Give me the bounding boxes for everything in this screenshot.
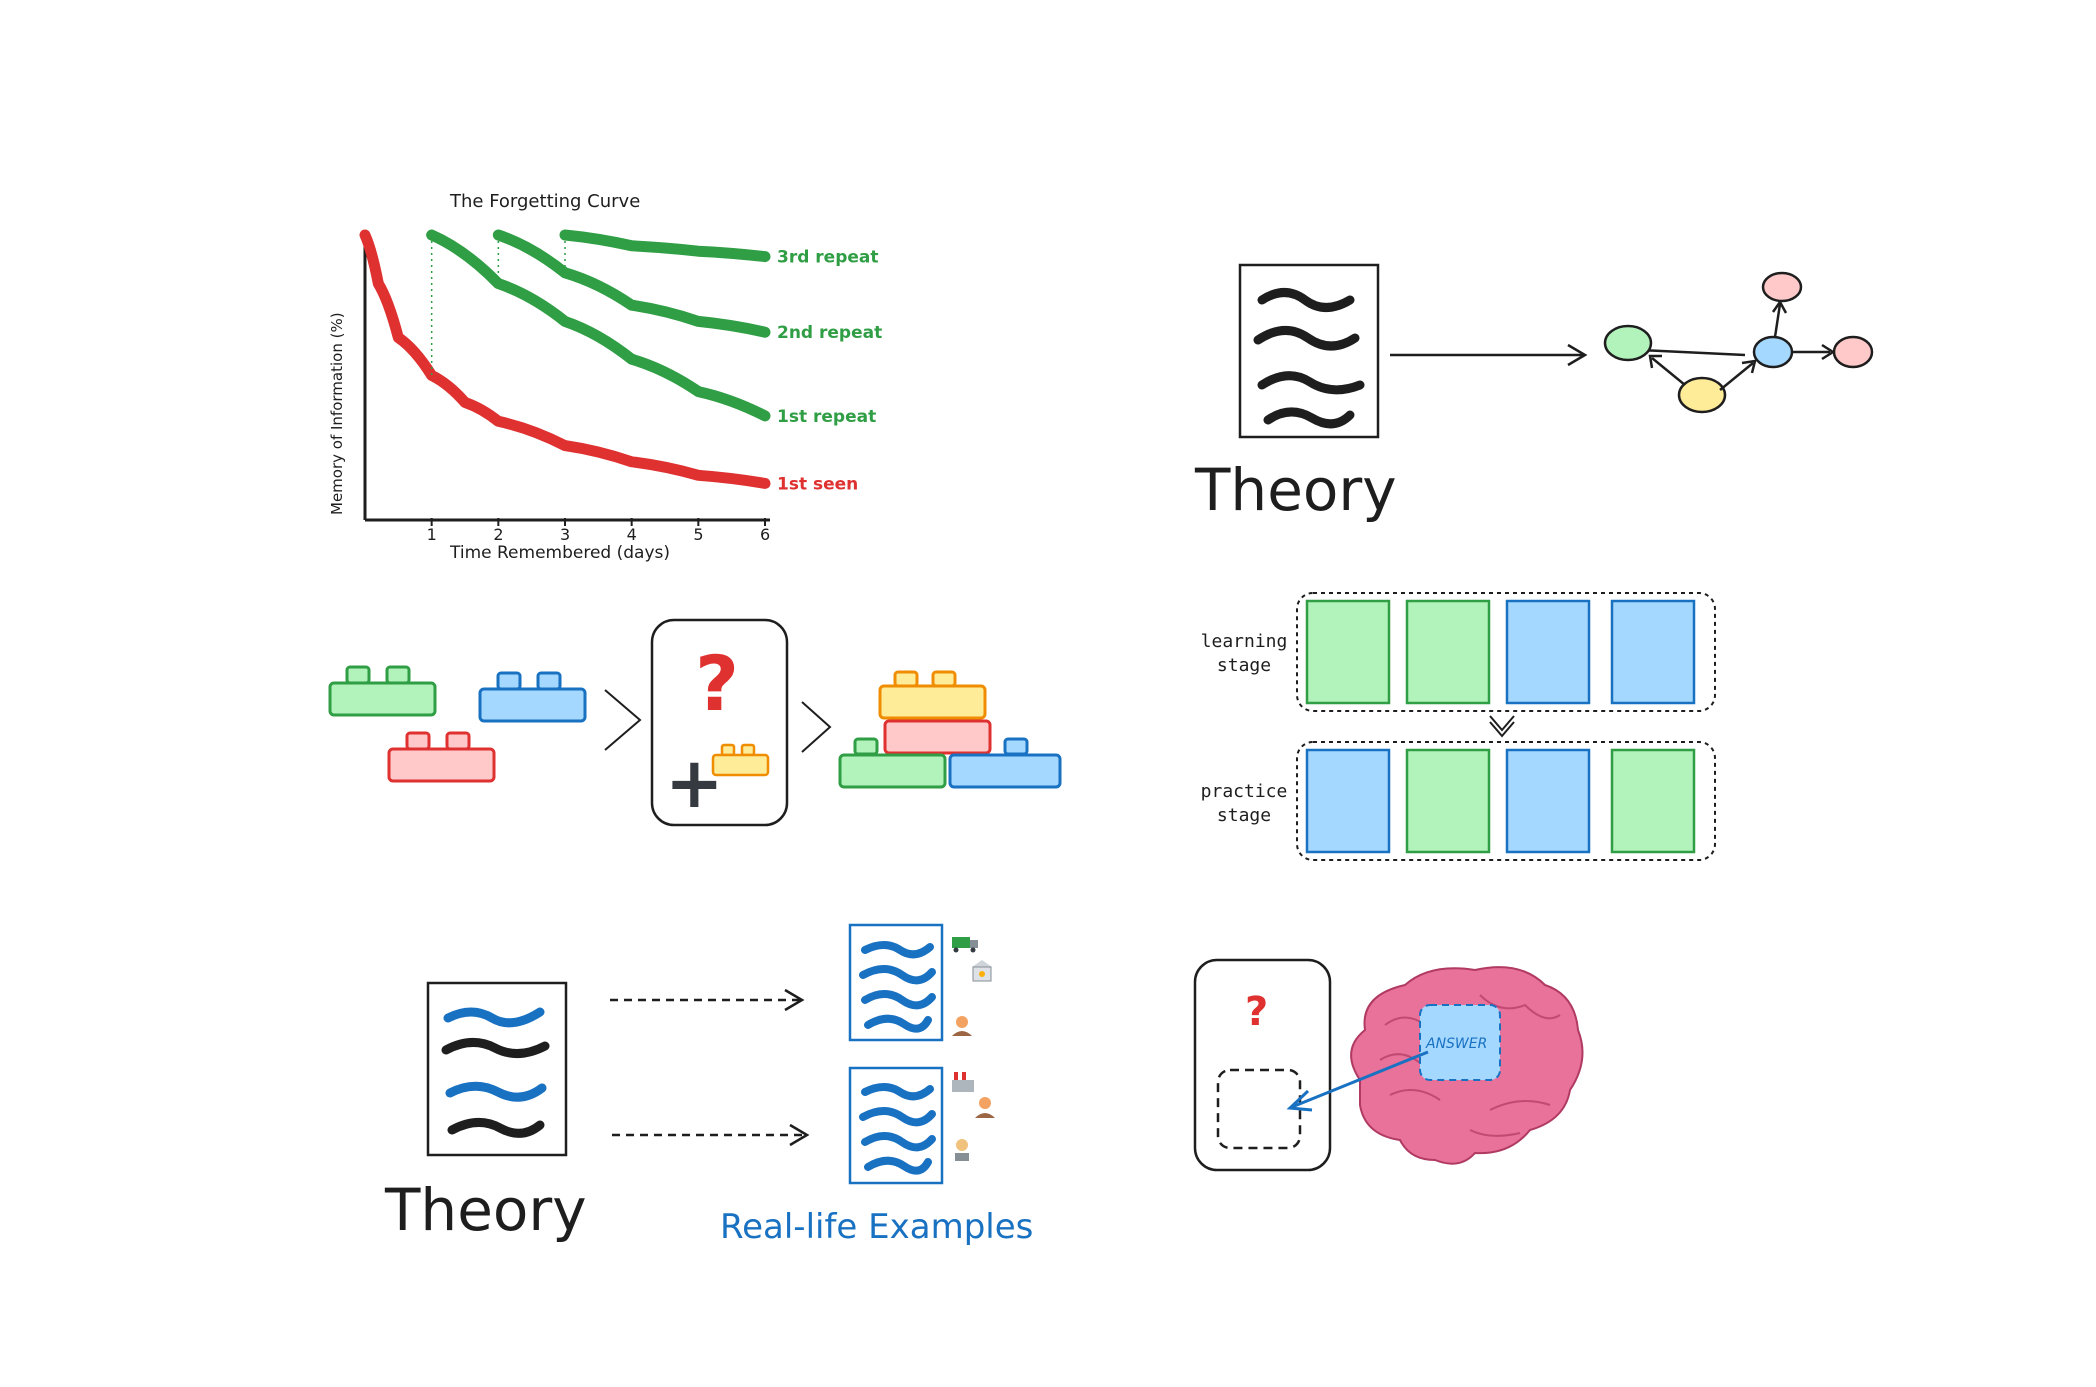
learning-stage-frame xyxy=(1296,592,1716,712)
person-icon-2 xyxy=(975,1097,995,1118)
factory-icon xyxy=(952,1072,974,1092)
bank-icon xyxy=(972,960,992,982)
chart-xlabel: Time Remembered (days) xyxy=(449,543,670,563)
theory-label: Theory xyxy=(1194,456,1397,524)
chevron-right-icon xyxy=(604,689,642,751)
series-label: 1st seen xyxy=(777,474,858,494)
theory-to-graph-diagram: Theory xyxy=(1194,263,1874,524)
practice-stage-label: practice stage xyxy=(1200,781,1288,826)
x-tick-label: 5 xyxy=(693,525,703,544)
stacked-blocks xyxy=(838,670,1062,789)
dashed-arrows xyxy=(610,988,810,1147)
recall-card xyxy=(1193,958,1332,1172)
x-tick-label: 3 xyxy=(560,525,570,544)
office-worker-icon xyxy=(955,1139,969,1161)
x-tick-label: 6 xyxy=(760,525,770,544)
series-line xyxy=(426,229,771,422)
series-label: 1st repeat xyxy=(777,407,876,427)
example-scribbles-2 xyxy=(859,1083,936,1175)
series-label: 2nd repeat xyxy=(777,323,882,343)
chevron-down-icon xyxy=(1489,715,1515,738)
stage-cell-green xyxy=(1610,748,1696,854)
arrow-to-graph xyxy=(1390,343,1588,367)
answer-label: ANSWER xyxy=(1425,1036,1487,1052)
answer-box xyxy=(1419,1004,1501,1081)
practice-stage-frame xyxy=(1296,741,1716,861)
stage-cell-blue xyxy=(1505,599,1591,705)
chart-title: The Forgetting Curve xyxy=(449,191,640,212)
series-line xyxy=(492,229,771,338)
theory-document xyxy=(1238,263,1380,439)
theory-to-examples-diagram: Theory xyxy=(384,923,1033,1247)
person-icon xyxy=(952,1016,972,1036)
red-block xyxy=(387,731,496,783)
green-block xyxy=(328,665,437,717)
stages-diagram: learning stage practice stage xyxy=(1190,590,1730,870)
graph-node-pink-right xyxy=(1832,335,1874,369)
real-life-examples-label: Real-life Examples xyxy=(720,1207,1033,1247)
truck-icon xyxy=(952,937,978,953)
stage-cell-green xyxy=(1405,599,1491,705)
x-tick-label: 1 xyxy=(427,525,437,544)
blue-block xyxy=(478,671,587,723)
stage-cell-blue xyxy=(1305,748,1391,854)
stage-cell-blue xyxy=(1610,599,1696,705)
learning-stage-label: learning stage xyxy=(1200,631,1288,676)
knowledge-graph xyxy=(1603,271,1874,414)
example-scribbles-1 xyxy=(859,941,936,1033)
question-mark: ? xyxy=(695,639,739,728)
scribble-lines-mixed xyxy=(441,1007,550,1138)
forgetting-curve-chart: The Forgetting Curve Memory of Informati… xyxy=(328,191,882,563)
stage-cell-blue xyxy=(1505,748,1591,854)
recall-diagram: ? ANSWER xyxy=(1193,958,1584,1172)
series-label: 3rd repeat xyxy=(777,248,879,268)
recall-question-mark: ? xyxy=(1245,989,1268,1035)
series-line xyxy=(559,229,771,263)
blocks-composition-diagram: ? + xyxy=(328,618,1062,827)
x-tick-label: 4 xyxy=(627,525,637,544)
graph-node-green xyxy=(1603,324,1653,362)
chart-ylabel: Memory of Information (%) xyxy=(328,312,346,515)
theory-label-2: Theory xyxy=(384,1176,587,1244)
series-line xyxy=(359,229,771,489)
chevron-right-icon-2 xyxy=(801,701,832,753)
stage-cell-green xyxy=(1405,748,1491,854)
stage-cell-green xyxy=(1305,599,1391,705)
retrieval-arrow xyxy=(1286,1050,1429,1112)
graph-node-yellow xyxy=(1677,376,1727,414)
yellow-small-block xyxy=(711,743,770,777)
graph-node-pink-top xyxy=(1761,271,1803,303)
graph-node-blue xyxy=(1752,335,1794,369)
x-tick-label: 2 xyxy=(493,525,503,544)
scribble-lines xyxy=(1253,288,1365,429)
